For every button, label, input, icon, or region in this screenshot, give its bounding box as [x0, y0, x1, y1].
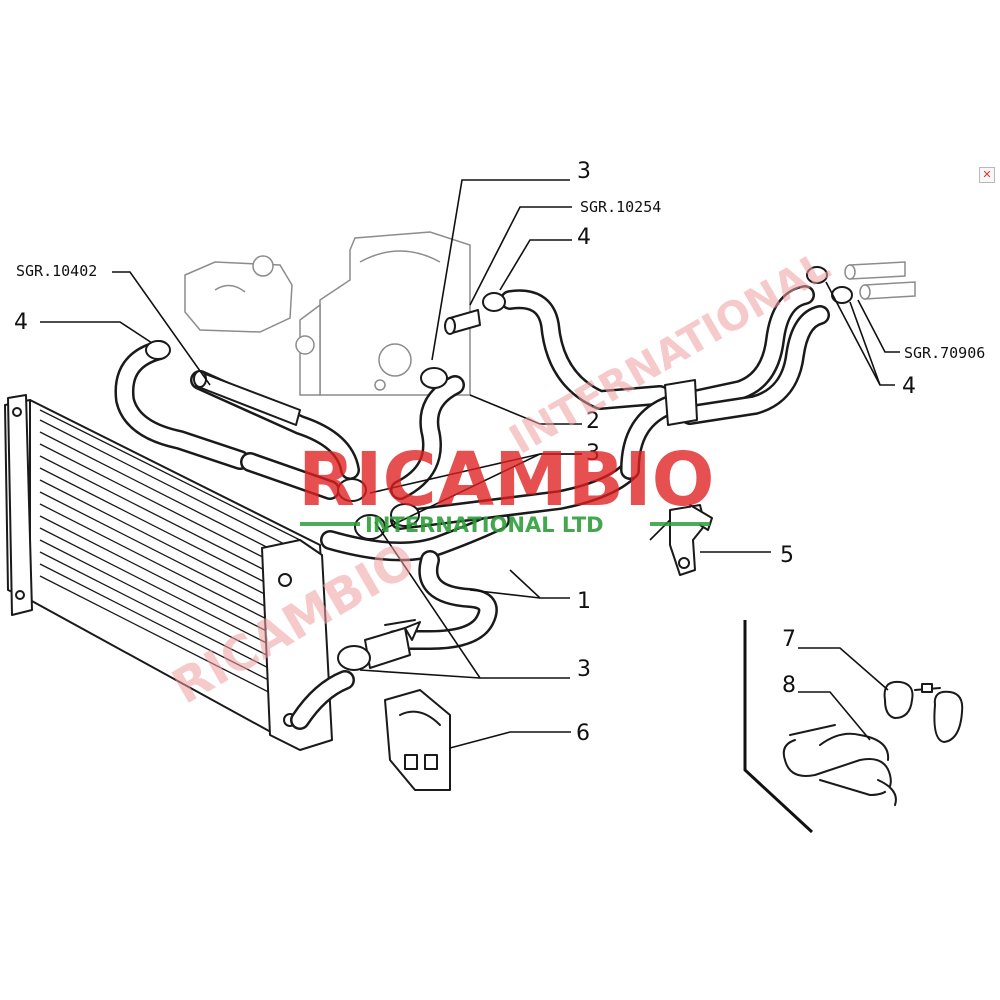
hose-clamps	[145, 266, 853, 671]
code-sgr-10254: SGR.10254	[580, 198, 661, 216]
callout-5: 5	[780, 543, 794, 568]
clamp-7	[883, 680, 964, 743]
callout-8: 8	[782, 673, 796, 698]
callout-2: 2	[586, 409, 600, 434]
code-sgr-70906: SGR.70906	[904, 344, 985, 362]
inset-frame	[743, 620, 814, 834]
callout-4-right: 4	[902, 374, 916, 399]
callout-3-top: 3	[577, 159, 591, 184]
callout-3-bottom: 3	[577, 657, 591, 682]
watermark-brand: RICAMBIO	[298, 437, 715, 523]
callouts: 3 SGR.10254 4 SGR.10402 4 2 3 1 3 5 6 7 …	[14, 159, 985, 746]
close-icon[interactable]: ✕	[979, 167, 995, 183]
watermark-stripe-right	[650, 522, 710, 526]
heater-pipe-stubs	[844, 261, 916, 300]
radiator	[4, 394, 333, 751]
bracket-6	[384, 689, 451, 791]
watermark-subtitle: INTERNATIONAL LTD	[365, 513, 604, 537]
callout-6: 6	[576, 721, 590, 746]
callout-7: 7	[782, 627, 796, 652]
callout-1: 1	[577, 589, 591, 614]
callout-4-top: 4	[577, 225, 591, 250]
fittings	[193, 309, 481, 669]
upper-radiator-hose	[114, 340, 360, 500]
expansion-tank-outline	[184, 255, 293, 333]
heater-hoses	[500, 285, 830, 480]
code-sgr-10402: SGR.10402	[16, 262, 97, 280]
callout-3-middle: 3	[586, 441, 600, 466]
watermark-stripe-left	[300, 522, 360, 526]
clamp-8	[782, 724, 897, 806]
leader-lines	[40, 179, 900, 749]
callout-4-left: 4	[14, 310, 28, 335]
